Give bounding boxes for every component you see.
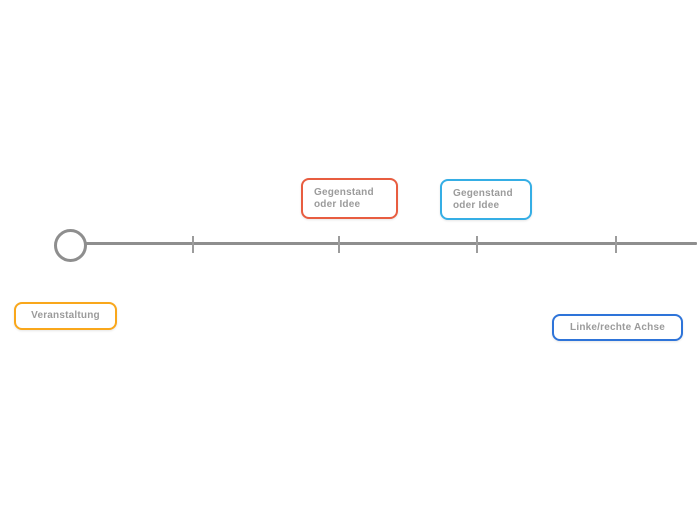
timeline-tick [338,236,340,253]
timeline-start-circle[interactable] [54,229,87,262]
topic-label: Gegenstand oder Idee [453,187,513,211]
topic-label: Linke/rechte Achse [570,321,665,333]
topic-label: Veranstaltung [31,310,100,321]
topic-node-gegenstand-2[interactable]: Gegenstand oder Idee [440,179,532,220]
topic-node-gegenstand-1[interactable]: Gegenstand oder Idee [301,178,398,219]
timeline-tick [192,236,194,253]
timeline-axis-line [70,242,697,245]
topic-node-veranstaltung[interactable]: Veranstaltung [14,302,117,330]
timeline-tick [615,236,617,253]
topic-node-linke-rechte-achse[interactable]: Linke/rechte Achse [552,314,683,341]
topic-label: Gegenstand oder Idee [314,186,374,210]
timeline-tick [476,236,478,253]
